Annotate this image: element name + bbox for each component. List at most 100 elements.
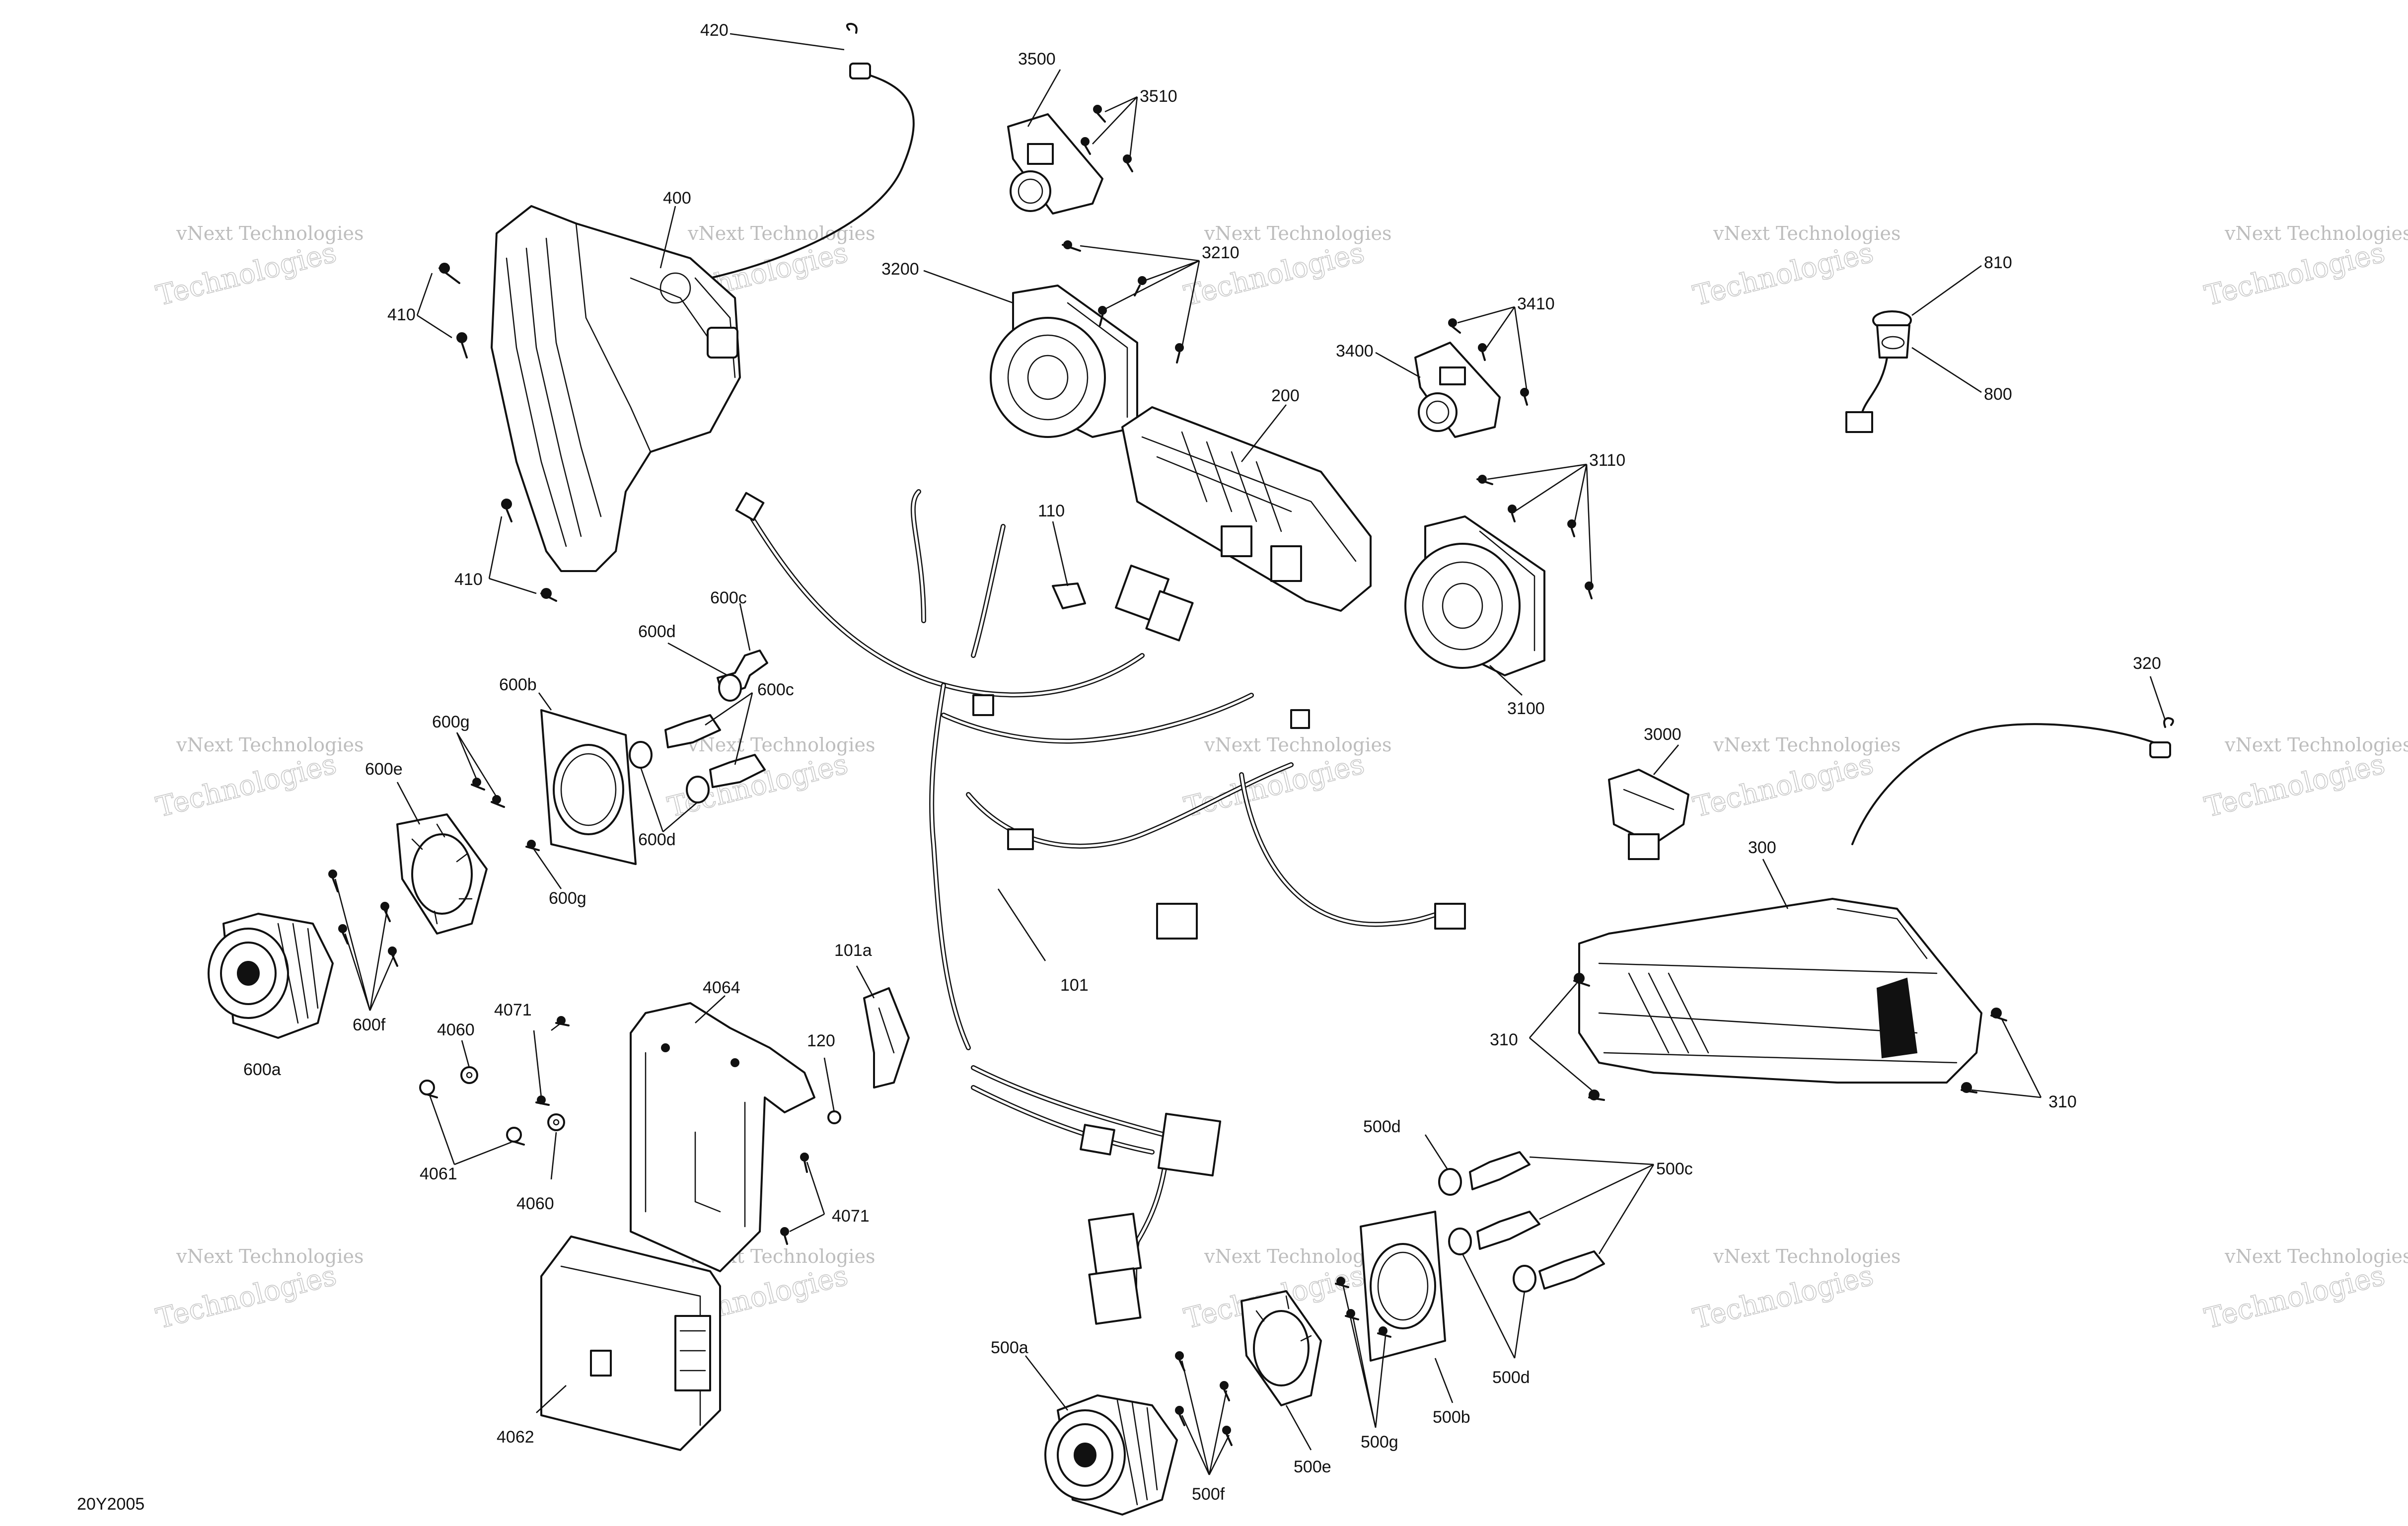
label-600a: 600a	[243, 1060, 281, 1079]
part-labels: 420 400 410 410 3500 3510 3200 3210 200 …	[77, 21, 2161, 1514]
part-600c-bulb-c	[709, 754, 766, 788]
svg-text:vNext Technologies: vNext Technologies	[1204, 1245, 1391, 1267]
label-500e: 500e	[1294, 1457, 1331, 1476]
part-3500-tweeter	[1007, 113, 1103, 215]
part-420-cable-sensor	[709, 23, 915, 279]
label-3400: 3400	[1336, 342, 1374, 361]
label-420: 420	[700, 21, 729, 40]
part-600e-bracket	[396, 813, 488, 935]
label-500f: 500f	[1192, 1485, 1225, 1504]
part-500g-screws	[1335, 1277, 1391, 1338]
label-4061: 4061	[420, 1164, 457, 1183]
label-500c: 500c	[1656, 1160, 1693, 1178]
label-500d-a: 500d	[1363, 1117, 1401, 1136]
label-120: 120	[807, 1031, 835, 1050]
part-500b-gasket	[1360, 1211, 1446, 1362]
part-4060-washer-b	[547, 1113, 565, 1131]
part-300-headlamp-right	[1578, 898, 1982, 1084]
part-120-nut	[827, 1110, 841, 1124]
svg-text:vNext Technologies: vNext Technologies	[687, 734, 875, 756]
part-600d-seal-a	[718, 674, 742, 702]
label-500a: 500a	[991, 1338, 1028, 1357]
part-500f-screws	[1175, 1351, 1233, 1446]
part-500c-bulb-c	[1538, 1250, 1605, 1290]
part-500d-seal-c	[1513, 1265, 1536, 1293]
label-3500: 3500	[1018, 50, 1056, 69]
label-4071-a: 4071	[494, 1001, 532, 1019]
part-4064-bracket	[630, 1002, 815, 1272]
label-600g-a: 600g	[432, 713, 470, 731]
part-110-clip	[1052, 582, 1086, 609]
part-400-headlamp-left	[491, 205, 741, 572]
label-600d-a: 600d	[638, 622, 676, 641]
label-600g-b: 600g	[549, 889, 586, 908]
part-101-harness	[735, 489, 1466, 1325]
part-500c-bulb-b	[1476, 1211, 1540, 1250]
part-4060-washer-a	[460, 1066, 478, 1084]
label-4071-b: 4071	[832, 1207, 870, 1226]
label-300: 300	[1748, 838, 1776, 857]
part-200-module	[1121, 406, 1372, 612]
label-600c-b: 600c	[757, 680, 794, 699]
svg-text:vNext Technologies: vNext Technologies	[2224, 734, 2408, 756]
part-4062-module	[540, 1235, 721, 1451]
part-600c-bulb-b	[664, 714, 721, 748]
part-600b-gasket	[540, 709, 637, 865]
label-600d-b: 600d	[638, 830, 676, 849]
part-4071-screws	[535, 1016, 809, 1245]
part-600f-screws	[328, 870, 398, 967]
part-600g-screws	[471, 778, 540, 851]
svg-text:vNext Technologies: vNext Technologies	[176, 1245, 364, 1267]
part-500d-seal-b	[1448, 1228, 1472, 1255]
label-410-a: 410	[387, 305, 416, 324]
svg-text:vNext Technologies: vNext Technologies	[176, 734, 364, 756]
part-3000-switch	[1608, 769, 1689, 860]
part-600a-fog-lamp	[208, 913, 334, 1039]
svg-text:Technologies: Technologies	[1690, 748, 1876, 824]
part-101a-boot	[863, 987, 910, 1089]
label-3200: 3200	[881, 260, 919, 279]
svg-text:vNext Technologies: vNext Technologies	[2224, 222, 2408, 244]
label-4060-b: 4060	[516, 1194, 554, 1213]
part-3410-screws	[1448, 318, 1529, 406]
label-3410: 3410	[1517, 294, 1555, 313]
part-3200-speaker	[990, 285, 1138, 438]
svg-text:vNext Technologies: vNext Technologies	[176, 222, 364, 244]
label-600e: 600e	[365, 760, 403, 779]
part-410-screws-left	[438, 263, 557, 602]
part-500e-bracket	[1240, 1290, 1322, 1406]
leader-lines	[334, 33, 2166, 1475]
label-310-b: 310	[2048, 1092, 2077, 1111]
label-500g: 500g	[1361, 1433, 1398, 1452]
part-3110-screws	[1476, 475, 1594, 599]
part-3100-speaker	[1404, 515, 1545, 676]
label-600c-a: 600c	[710, 588, 747, 607]
part-3400-tweeter	[1414, 342, 1501, 438]
label-200: 200	[1271, 386, 1300, 405]
svg-text:vNext Technologies: vNext Technologies	[2224, 1245, 2408, 1267]
svg-text:Technologies: Technologies	[1690, 236, 1876, 312]
part-800-socket	[1845, 324, 1910, 433]
label-310-a: 310	[1490, 1030, 1518, 1049]
part-310-screws	[1573, 973, 2007, 1101]
label-800: 800	[1984, 385, 2012, 404]
label-600b: 600b	[499, 675, 537, 694]
label-3210: 3210	[1202, 243, 1240, 262]
svg-text:Technologies: Technologies	[2201, 748, 2388, 824]
svg-text:Technologies: Technologies	[153, 236, 339, 312]
svg-text:vNext Technologies: vNext Technologies	[1713, 222, 1900, 244]
svg-text:Technologies: Technologies	[153, 748, 339, 824]
label-101: 101	[1060, 976, 1089, 995]
diagram-code: 20Y2005	[77, 1495, 145, 1514]
part-500a-fog-lamp	[1044, 1394, 1178, 1516]
svg-text:vNext Technologies: vNext Technologies	[1713, 734, 1900, 756]
